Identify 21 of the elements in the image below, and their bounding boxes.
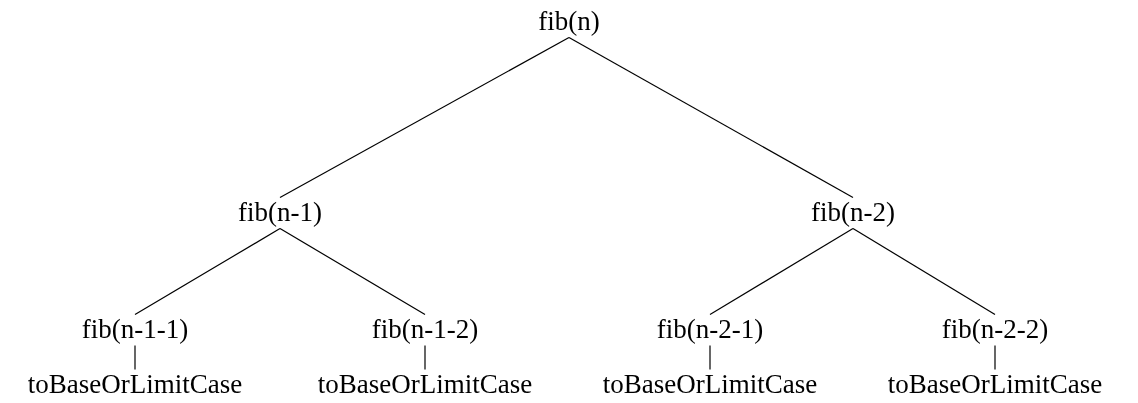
tree-node-label: toBaseOrLimitCase	[317, 369, 533, 401]
tree-line	[134, 344, 136, 371]
tree-line	[852, 227, 996, 316]
tree-node-label: fib(n-1-1)	[81, 314, 189, 346]
tree-line	[134, 227, 281, 316]
tree-line	[709, 227, 854, 316]
tree-node-label: fib(n-2)	[811, 197, 895, 229]
tree-node-label: toBaseOrLimitCase	[602, 369, 818, 401]
tree-node-label: toBaseOrLimitCase	[27, 369, 243, 401]
tree-node-label: fib(n-2-2)	[941, 314, 1049, 346]
tree-line	[279, 227, 426, 316]
tree-node-label: toBaseOrLimitCase	[887, 369, 1103, 401]
tree-line	[709, 344, 711, 371]
tree-line	[279, 36, 570, 199]
tree-node-label: fib(n-2-1)	[656, 314, 764, 346]
tree-line	[994, 344, 996, 371]
tree-node-label: fib(n-1)	[238, 197, 322, 229]
tree-line	[568, 36, 854, 199]
tree-line	[424, 344, 426, 371]
tree-node-label: fib(n-1-2)	[371, 314, 479, 346]
tree-node-label: fib(n)	[538, 6, 600, 38]
